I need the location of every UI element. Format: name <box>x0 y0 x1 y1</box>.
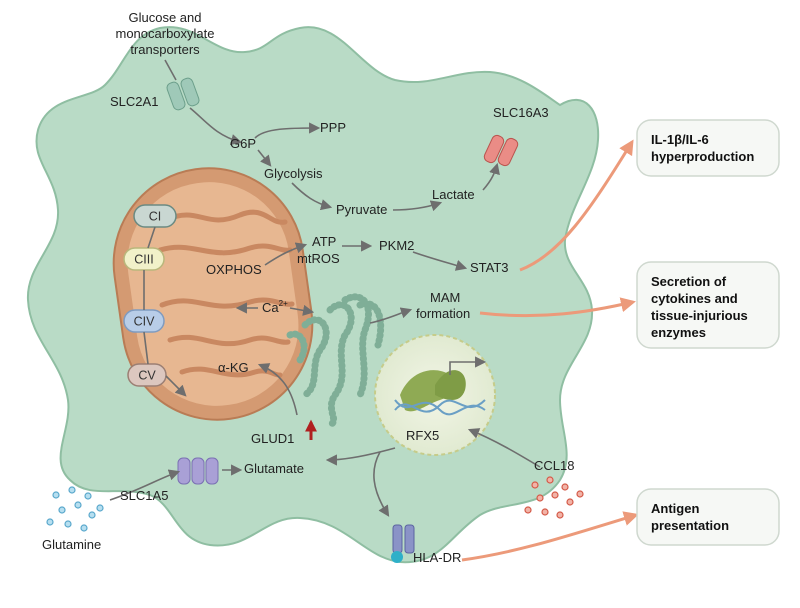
ccl18-molecules <box>524 476 584 519</box>
complex-cv-label: CV <box>138 369 156 383</box>
outcome-antigen-line1: Antigen <box>651 501 699 516</box>
slc1a5-label: SLC1A5 <box>120 488 168 503</box>
hla-dr-receptor <box>391 524 415 563</box>
mam-label-line2: formation <box>416 306 470 321</box>
electron-transport-arrows <box>143 226 185 395</box>
slc1a5-transporter <box>177 457 219 485</box>
pkm2-label: PKM2 <box>379 238 414 253</box>
ppp-label: PPP <box>320 120 346 135</box>
outcome-secretion-line2: cytokines and <box>651 291 738 306</box>
outcome-secretion-line3: tissue-injurious <box>651 308 748 323</box>
endoplasmic-reticulum <box>286 293 385 429</box>
complex-ci-label: CI <box>149 210 162 224</box>
glud1-label: GLUD1 <box>251 431 294 446</box>
glutamate-label: Glutamate <box>244 461 304 476</box>
slc2a1-transporter <box>166 77 200 111</box>
stat3-label: STAT3 <box>470 260 509 275</box>
outcome-secretion: Secretion of cytokines and tissue-injuri… <box>636 261 780 349</box>
glutamine-label: Glutamine <box>42 537 101 552</box>
outcome-il1b-il6-line2: hyperproduction <box>651 149 754 164</box>
complex-ciii-label: CIII <box>134 253 153 267</box>
glutamine-molecules <box>46 486 104 532</box>
complex-cv: CV <box>127 363 167 387</box>
complex-civ-label: CIV <box>134 315 156 329</box>
outcome-secretion-line1: Secretion of <box>651 274 727 289</box>
pathway-arrows <box>109 107 541 517</box>
transporters-label-line1: Glucose and <box>129 10 202 25</box>
outcome-antigen-presentation: Antigen presentation <box>636 488 780 546</box>
lactate-label: Lactate <box>432 187 475 202</box>
complex-ciii: CIII <box>123 247 165 271</box>
ccl18-label: CCL18 <box>534 458 574 473</box>
outcome-il1b-il6: IL-1β/IL-6 hyperproduction <box>636 119 780 177</box>
slc16a3-label: SLC16A3 <box>493 105 549 120</box>
slc2a1-label: SLC2A1 <box>110 94 158 109</box>
mtros-label: mtROS <box>297 251 340 266</box>
atp-label: ATP <box>312 234 336 249</box>
ca-label-text: Ca <box>262 300 279 315</box>
slc16a3-transporter <box>483 134 519 167</box>
akg-label: α-KG <box>218 360 249 375</box>
transporters-label-line2: monocarboxylate <box>116 26 215 41</box>
mam-label-line1: MAM <box>430 290 460 305</box>
rfx5-label: RFX5 <box>406 428 439 443</box>
g6p-label: G6P <box>230 136 256 151</box>
outcome-il1b-il6-line1: IL-1β/IL-6 <box>651 132 709 147</box>
transporters-label-line3: transporters <box>130 42 200 57</box>
nucleus <box>374 334 496 456</box>
hla-dr-label: HLA-DR <box>413 550 461 565</box>
oxphos-label: OXPHOS <box>206 262 262 277</box>
pyruvate-label: Pyruvate <box>336 202 387 217</box>
outcome-secretion-line4: enzymes <box>651 325 706 340</box>
transporters-pointer <box>164 59 177 81</box>
outcome-antigen-line2: presentation <box>651 518 729 533</box>
glycolysis-label: Glycolysis <box>264 166 323 181</box>
outcome-arrows <box>461 139 639 562</box>
ca-superscript: 2+ <box>279 299 288 308</box>
mitochondrion <box>112 167 314 421</box>
ca-label: Ca2+ <box>262 299 288 315</box>
complex-ci: CI <box>133 204 177 228</box>
complex-civ: CIV <box>123 309 165 333</box>
